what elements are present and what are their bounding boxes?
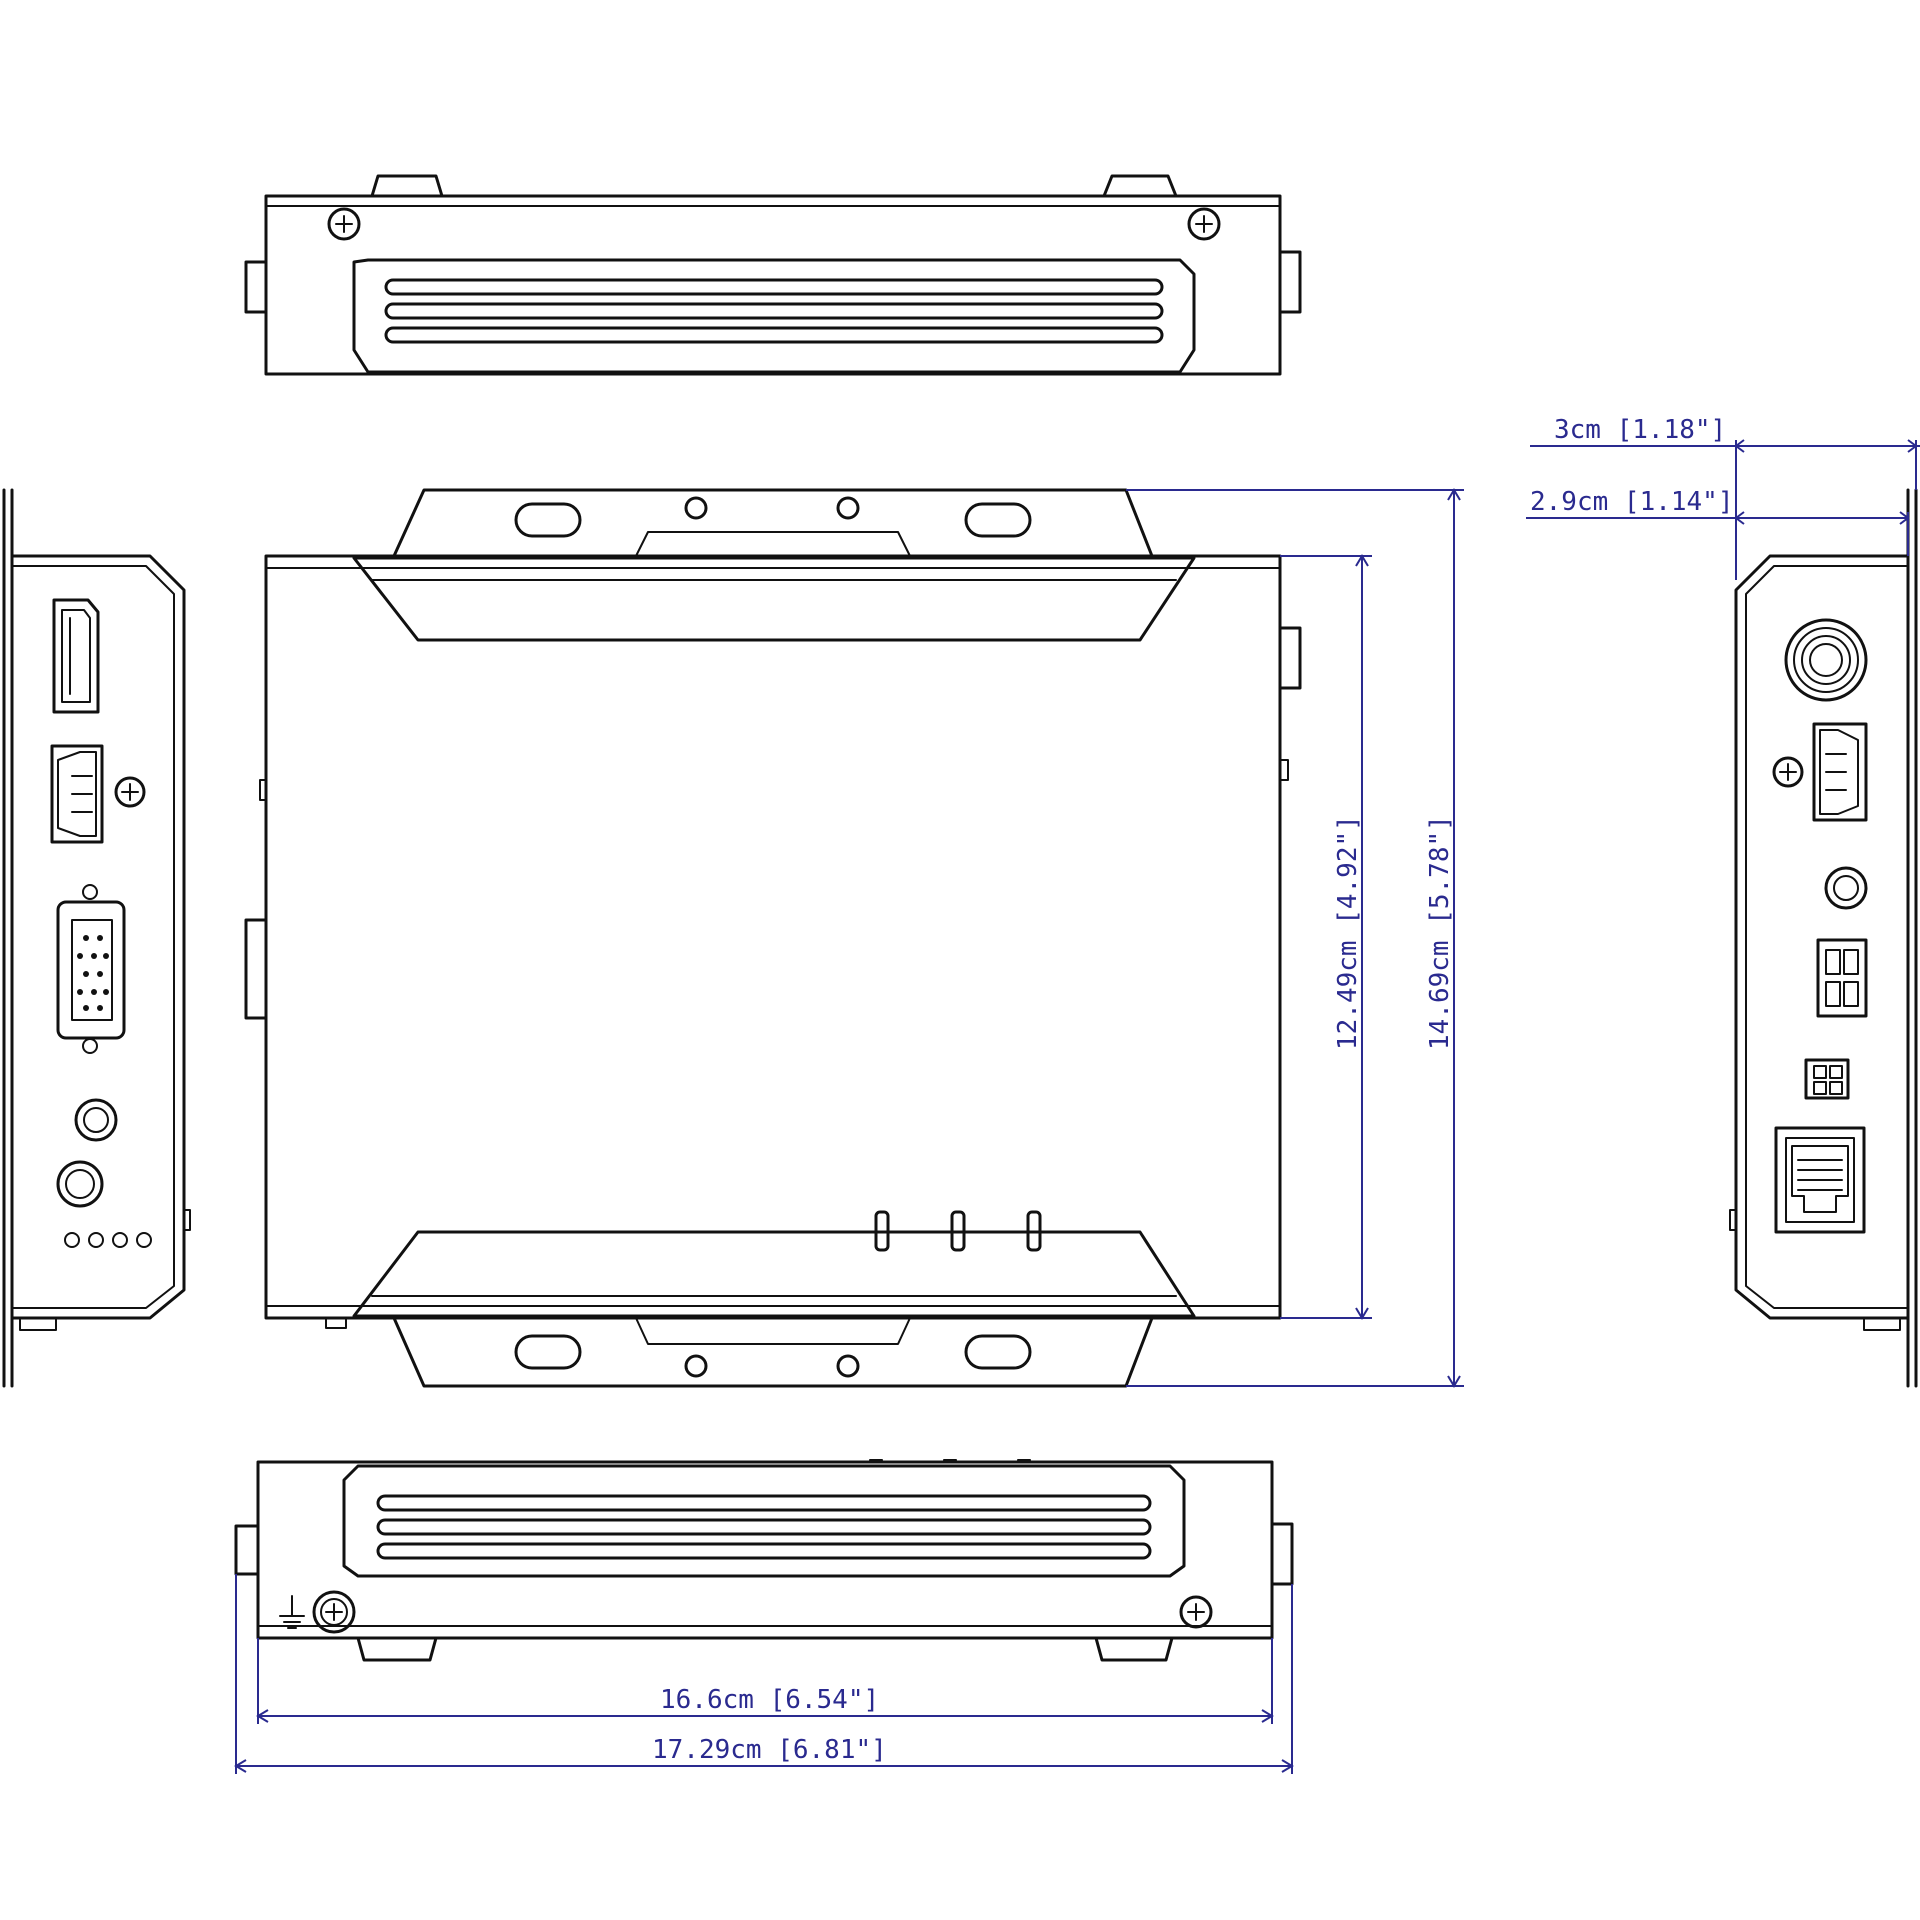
screw-icon	[312, 1590, 356, 1634]
screw-icon	[327, 207, 361, 241]
dim-label-height-outer: 14.69cm [5.78"]	[1425, 815, 1455, 1050]
dimension-depth-outer: 3cm [1.18"]	[1530, 415, 1920, 580]
vga-icon	[56, 884, 126, 1054]
dip-switch-icon	[1804, 1058, 1850, 1100]
bottom-view	[234, 1459, 1294, 1662]
ground-icon	[279, 1595, 305, 1629]
audio-jack-icon	[1824, 866, 1868, 910]
led-icon	[950, 1210, 966, 1252]
screw-icon	[114, 776, 146, 808]
dimension-height-outer: 14.69cm [5.78"]	[1126, 488, 1464, 1388]
bnc-connector-icon	[1784, 618, 1868, 702]
led-icon	[64, 1232, 152, 1248]
led-icon	[874, 1210, 890, 1252]
right-side-view	[1729, 488, 1918, 1388]
top-view	[244, 174, 1302, 376]
audio-jack-icon	[56, 1160, 104, 1208]
left-side-view	[2, 488, 191, 1388]
dimension-width-body: 16.6cm [6.54"]	[256, 1638, 1274, 1724]
screw-icon	[1772, 756, 1804, 788]
dim-label-width-outer: 17.29cm [6.81"]	[652, 1735, 887, 1765]
displayport-icon	[52, 598, 100, 714]
dim-label-depth-body: 2.9cm [1.14"]	[1530, 487, 1734, 517]
dim-label-width-body: 16.6cm [6.54"]	[660, 1685, 879, 1715]
front-view	[244, 488, 1302, 1388]
dimension-depth-body: 2.9cm [1.14"]	[1526, 487, 1910, 556]
terminal-block-icon	[1816, 938, 1868, 1018]
audio-jack-icon	[74, 1098, 118, 1142]
hdmi-icon	[1812, 722, 1868, 822]
screw-icon	[1187, 207, 1221, 241]
dimension-height-body: 12.49cm [4.92"]	[1280, 554, 1372, 1320]
rj45-icon	[1774, 1126, 1866, 1234]
screw-icon	[1179, 1595, 1213, 1629]
dimension-width-outer: 17.29cm [6.81"]	[234, 1574, 1294, 1774]
dim-label-height-body: 12.49cm [4.92"]	[1333, 815, 1363, 1050]
dim-label-depth-outer: 3cm [1.18"]	[1554, 415, 1726, 445]
hdmi-icon	[50, 744, 104, 844]
led-icon	[1026, 1210, 1042, 1252]
